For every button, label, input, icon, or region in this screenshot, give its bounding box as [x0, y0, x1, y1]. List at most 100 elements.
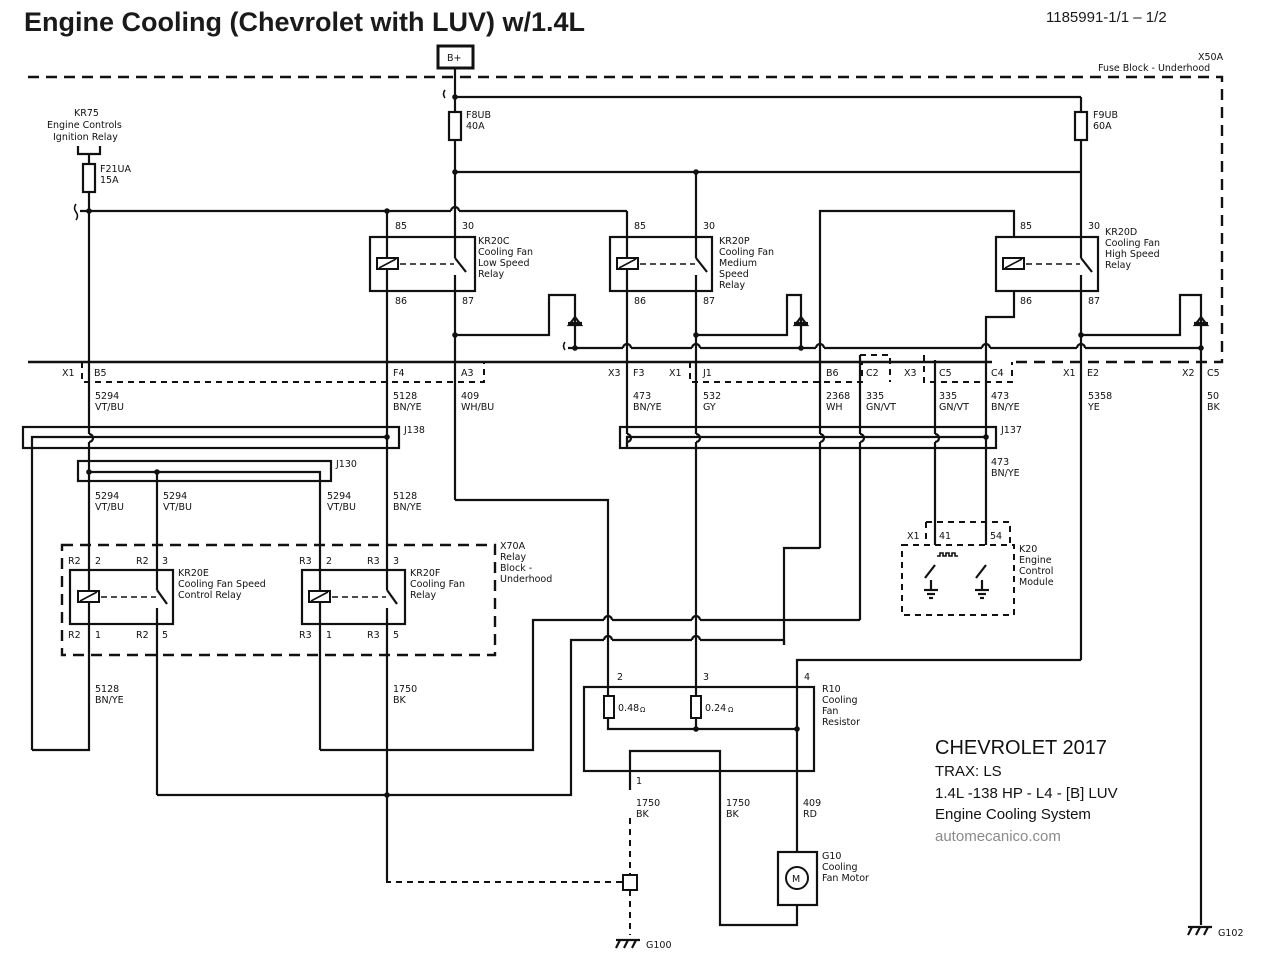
connector-x1-shell [81, 362, 485, 383]
ground-g100-branch [386, 880, 623, 883]
ground-g102-label: G102 [1218, 928, 1244, 939]
wire-number: 409 [803, 798, 821, 809]
pin-30: 30 [1088, 221, 1100, 232]
wire-color: GN/VT [866, 402, 896, 413]
wire-number: 5128 [393, 491, 417, 502]
fuse-f21ua-rating: 15A [100, 175, 119, 186]
conn-pin-label: A3 [461, 368, 474, 379]
wire-color: BK [393, 695, 407, 706]
wire-number: 335 [939, 391, 957, 402]
conn-label: R3 [367, 556, 380, 567]
diode-icon [792, 315, 810, 327]
ohm-unit: Ω [640, 706, 646, 714]
pin-label: 1 [636, 776, 642, 787]
pin-30: 30 [462, 221, 474, 232]
pin-86: 86 [395, 296, 407, 307]
wire-color: BK [636, 809, 650, 820]
wire-color: BN/YE [393, 502, 422, 513]
relay-kr20p-desc: Medium [719, 258, 757, 269]
wire-number: 1750 [636, 798, 660, 809]
pin-label: 5 [393, 630, 399, 641]
relay-kr20e-desc: Cooling Fan Speed [178, 579, 266, 590]
wire-number: 5294 [327, 491, 351, 502]
wire-color: BN/YE [991, 402, 1020, 413]
wire-color: BN/YE [991, 468, 1020, 479]
relay-kr20c-desc: Cooling Fan [478, 247, 533, 258]
wire-number: 1750 [393, 684, 417, 695]
wire-color: GN/VT [939, 402, 969, 413]
ign-relay-id: KR75 [74, 108, 99, 119]
wire-color: VT/BU [95, 502, 124, 513]
conn-label: X1 [669, 368, 682, 379]
pin-87: 87 [1088, 296, 1100, 307]
conn-pin-label: F3 [633, 368, 645, 379]
ohm-unit: Ω [728, 706, 734, 714]
motor-desc: Fan Motor [822, 873, 869, 884]
conn-label: R3 [367, 630, 380, 641]
pin-label: 41 [939, 531, 951, 542]
wire-color: WH/BU [461, 402, 494, 413]
resistor-desc: Fan [822, 706, 838, 717]
vehicle-engine: 1.4L -138 HP - L4 - [B] LUV [935, 785, 1118, 802]
cooling-fan-motor: M G10 Cooling Fan Motor [776, 850, 869, 907]
fuse-f8ub-id: F8UB [466, 110, 491, 121]
connector-x1b-shell [689, 362, 863, 383]
page-title: Engine Cooling (Chevrolet with LUV) w/1.… [24, 7, 585, 37]
pin-label: 2 [617, 672, 623, 683]
relay-kr20e-desc: Control Relay [178, 590, 242, 601]
wire-number: 5128 [393, 391, 417, 402]
ground-g102-icon [1187, 925, 1212, 936]
conn-pin-label: J1 [702, 368, 712, 379]
relay-kr20e-id: KR20E [178, 568, 209, 579]
wire-color: VT/BU [95, 402, 124, 413]
relay-kr20p-desc: Cooling Fan [719, 247, 774, 258]
relay-kr20d-desc: Cooling Fan [1105, 238, 1160, 249]
pin-85: 85 [1020, 221, 1032, 232]
pin-label: 3 [703, 672, 709, 683]
source-site: automecanico.com [935, 828, 1061, 845]
battery-positive-terminal: B+ [436, 44, 475, 70]
motor-id: G10 [822, 851, 841, 862]
fuse-f9ub-id: F9UB [1093, 110, 1118, 121]
splice-j137: J137 473 BN/YE [618, 425, 1022, 479]
fuse-f21ua-id: F21UA [100, 164, 132, 175]
pwm-signal-icon [937, 552, 958, 557]
ground-g100-label: G100 [646, 940, 672, 951]
pin-86: 86 [1020, 296, 1032, 307]
motor-symbol: M [792, 874, 800, 885]
fuse-f21ua-icon [81, 162, 97, 194]
relay-kr20p-desc: Relay [719, 280, 745, 291]
conn-label: R2 [68, 630, 81, 641]
wire-number: 532 [703, 391, 721, 402]
fuse-f9ub-rating: 60A [1093, 121, 1112, 132]
relay-block-name: Block - [500, 563, 532, 574]
ign-relay-line1: Engine Controls [47, 120, 122, 131]
ign-relay-line2: Ignition Relay [53, 132, 118, 143]
relay-block-boundary [60, 543, 497, 657]
relay-kr20f-desc: Relay [410, 590, 436, 601]
conn-pin-label: B6 [826, 368, 839, 379]
conn-label: R2 [68, 556, 81, 567]
conn-pin-label: E2 [1087, 368, 1099, 379]
relay-kr20p-desc: Speed [719, 269, 749, 280]
vehicle-model: TRAX: LS [935, 763, 1002, 780]
relay-kr20d-desc: High Speed [1105, 249, 1160, 260]
conn-label: R2 [136, 630, 149, 641]
conn-pin-label: C5 [1207, 368, 1220, 379]
b-plus-label: B+ [447, 53, 461, 64]
relay-block-name: Underhood [500, 574, 552, 585]
fuse-block-id: X50A [1198, 52, 1224, 63]
wire-number: 5358 [1088, 391, 1112, 402]
pin-label: 3 [393, 556, 399, 567]
relay-kr20p-id: KR20P [719, 236, 750, 247]
wire-color: YE [1087, 402, 1100, 413]
relay-kr20d-id: KR20D [1105, 227, 1137, 238]
wire-number: 409 [461, 391, 479, 402]
wire-color: BK [726, 809, 740, 820]
ecm-desc: Engine [1019, 555, 1052, 566]
fuse-block-name: Fuse Block - Underhood [1098, 63, 1210, 74]
resistor-icon [603, 695, 615, 719]
ground-splice-icon [622, 874, 638, 891]
relay-kr20f-desc: Cooling Fan [410, 579, 465, 590]
